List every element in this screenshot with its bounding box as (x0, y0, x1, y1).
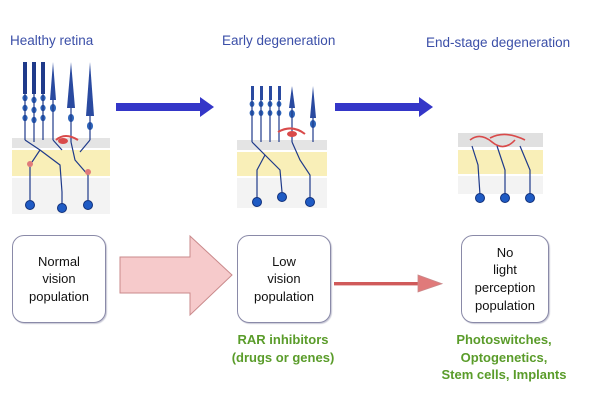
box-line: vision (42, 271, 76, 287)
progression-arrow-2 (335, 97, 433, 117)
treatment-rar-inhibitors: RAR inhibitors (drugs or genes) (208, 331, 358, 366)
treatment-line: Stem cells, Implants (441, 367, 567, 383)
box-line: Normal (38, 253, 80, 269)
big-transition-arrow (119, 234, 233, 317)
low-vision-population-box: Low vision population (237, 235, 331, 323)
treatment-photoswitches: Photoswitches, Optogenetics, Stem cells,… (424, 331, 584, 384)
box-line: No (496, 244, 514, 260)
treatment-line: Photoswitches, (456, 332, 552, 347)
box-line: vision (267, 271, 301, 287)
box-line: Low (272, 253, 296, 269)
box-line: light (493, 262, 517, 278)
box-line: population (29, 288, 89, 304)
box-line: perception (474, 280, 536, 295)
thin-transition-arrow (334, 274, 444, 293)
end-stage-degeneration-illustration (458, 133, 543, 203)
healthy-retina-illustration (12, 62, 110, 214)
treatment-line: RAR inhibitors (237, 332, 329, 347)
title-early-degeneration: Early degeneration (222, 33, 336, 48)
progression-arrow-1 (116, 97, 214, 117)
early-degeneration-illustration (237, 86, 327, 208)
normal-vision-population-box: Normal vision population (12, 235, 106, 323)
title-end-stage-degeneration: End-stage degeneration (426, 35, 571, 50)
treatment-line: Optogenetics, (460, 349, 548, 365)
treatment-line: (drugs or genes) (231, 349, 335, 365)
no-light-perception-population-box: No light perception population (461, 235, 549, 323)
box-line: population (475, 297, 535, 313)
title-healthy-retina: Healthy retina (10, 33, 94, 48)
box-line: population (254, 288, 314, 304)
